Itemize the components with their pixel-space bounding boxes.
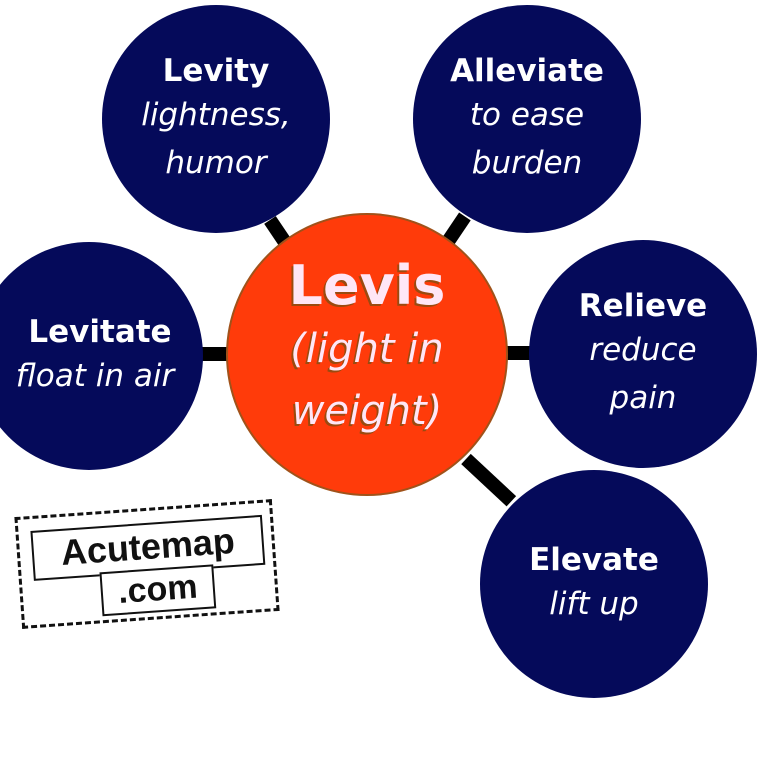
center-term: Levis — [288, 253, 446, 317]
node-alleviate: Alleviate to ease burden — [413, 5, 641, 233]
node-elevate: Elevate lift up — [480, 470, 708, 698]
node-meaning: reduce pain — [589, 332, 697, 416]
connector-elevate — [461, 453, 517, 507]
node-levity: Levity lightness, humor — [102, 5, 330, 233]
node-meaning: lightness, humor — [141, 97, 291, 181]
acutemap-logo: Acutemap .com — [14, 499, 280, 629]
node-meaning: lift up — [549, 586, 639, 622]
node-term: Relieve — [578, 288, 708, 324]
node-levitate: Levitate float in air — [0, 242, 203, 470]
node-meaning: float in air — [15, 358, 175, 394]
connector-levitate — [200, 347, 230, 361]
center-node-levis: Levis (light in weight) — [226, 213, 508, 496]
node-term: Levitate — [28, 314, 172, 350]
node-relieve: Relieve reduce pain — [529, 240, 757, 468]
center-meaning: (light in weight) — [290, 325, 444, 434]
node-meaning: to ease burden — [469, 97, 585, 181]
connector-relieve — [504, 346, 532, 360]
node-term: Levity — [162, 53, 270, 89]
node-term: Alleviate — [450, 53, 604, 89]
node-term: Elevate — [529, 542, 659, 578]
logo-line2: .com — [99, 564, 217, 617]
